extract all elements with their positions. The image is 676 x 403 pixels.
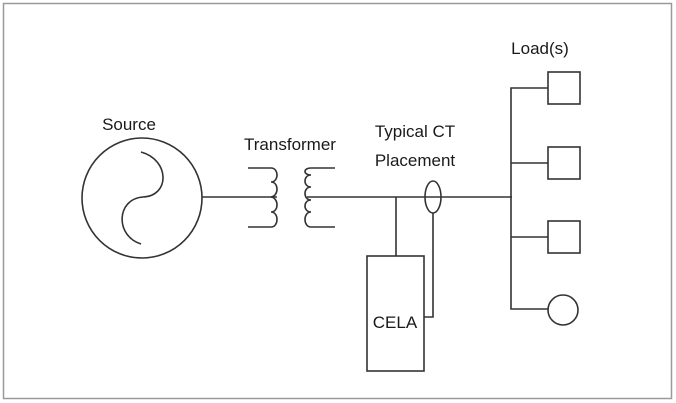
source-label: Source bbox=[102, 115, 156, 134]
ct-label-line1: Typical CT bbox=[375, 122, 455, 141]
cela-box bbox=[366, 255, 425, 372]
ct-label-line2: Placement bbox=[375, 151, 456, 170]
load-circle-icon bbox=[547, 294, 579, 326]
ct-secondary-lead bbox=[424, 213, 434, 318]
transformer-secondary-coil-icon bbox=[304, 167, 335, 228]
sine-wave-icon bbox=[121, 151, 164, 245]
loads-label: Load(s) bbox=[511, 39, 569, 58]
transformer: Transformer bbox=[244, 135, 336, 228]
source-circle-icon bbox=[81, 137, 203, 259]
ac-source: Source bbox=[81, 115, 203, 259]
cela-meter: CELA bbox=[366, 197, 425, 372]
transformer-primary-coil-icon bbox=[248, 167, 278, 228]
transformer-label: Transformer bbox=[244, 135, 336, 154]
load-group: Load(s) bbox=[510, 39, 581, 326]
cela-label: CELA bbox=[373, 313, 418, 332]
load-bus-line bbox=[510, 87, 548, 310]
load-square-icon bbox=[547, 71, 581, 105]
load-square-icon bbox=[547, 220, 581, 254]
current-transformer: Typical CT Placement bbox=[375, 122, 456, 318]
load-square-icon bbox=[547, 146, 581, 180]
